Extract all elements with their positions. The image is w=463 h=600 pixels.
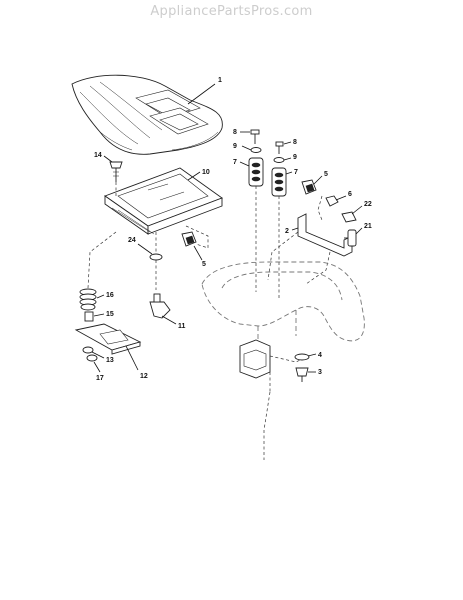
callout-14: 14 [94, 152, 102, 159]
leader-16 [96, 294, 105, 299]
callout-9b: 9 [293, 154, 297, 161]
washer-9-left[interactable] [250, 147, 262, 153]
knob-21[interactable] [344, 229, 357, 247]
clip-5-left[interactable] [181, 231, 197, 247]
callout-16: 16 [106, 292, 114, 299]
leader-22 [351, 205, 363, 215]
callout-8b: 8 [293, 139, 297, 146]
leader-4 [307, 353, 317, 357]
bolt-8-right[interactable] [275, 141, 284, 154]
bumper-7-right[interactable] [271, 167, 287, 197]
clip-5-right[interactable] [301, 179, 317, 195]
callout-10: 10 [202, 169, 210, 176]
callout-21: 21 [364, 223, 372, 230]
washer-9-right[interactable] [273, 157, 285, 163]
callout-2: 2 [285, 228, 289, 235]
callout-11: 11 [178, 323, 186, 330]
leader-2 [291, 227, 299, 231]
callout-1: 1 [218, 77, 222, 84]
seat-pan-part[interactable] [104, 167, 223, 235]
bolt-14[interactable] [109, 161, 123, 182]
callout-3: 3 [318, 369, 322, 376]
callout-7a: 7 [233, 159, 237, 166]
pivot-bracket[interactable] [239, 339, 271, 460]
nut-13[interactable] [82, 346, 94, 354]
callout-6: 6 [348, 191, 352, 198]
callout-17: 17 [96, 375, 104, 382]
callout-12: 12 [140, 373, 148, 380]
callout-5b: 5 [324, 171, 328, 178]
leader-17 [93, 361, 101, 373]
leader-14 [103, 155, 113, 163]
nut-22[interactable] [341, 211, 357, 223]
leader-15 [93, 313, 105, 317]
leader-1 [187, 83, 216, 105]
leader-9b [283, 157, 292, 161]
leader-9a [241, 145, 252, 151]
leader-8b [283, 141, 292, 145]
callout-13: 13 [106, 357, 114, 364]
callout-22: 22 [364, 201, 372, 208]
leader-7a [239, 161, 250, 167]
washer-17[interactable] [86, 354, 98, 362]
washer-4[interactable] [294, 353, 310, 361]
leader-21 [355, 227, 363, 235]
nut-6[interactable] [325, 195, 339, 207]
bracket-12[interactable] [74, 323, 142, 355]
spacer-15[interactable] [84, 311, 94, 322]
seat-part[interactable] [71, 74, 223, 155]
leader-13 [91, 351, 105, 359]
leader-7b [285, 171, 293, 175]
leader-5a [193, 245, 203, 261]
bolt-3[interactable] [295, 367, 309, 382]
callout-5a: 5 [202, 261, 206, 268]
callout-4: 4 [318, 352, 322, 359]
leader-10 [187, 171, 201, 181]
leader-5b [313, 175, 323, 185]
bumper-7-left[interactable] [248, 157, 264, 187]
leader-6 [335, 195, 347, 201]
bracket-2[interactable] [297, 213, 353, 257]
washer-24[interactable] [149, 253, 163, 261]
leader-12 [125, 345, 139, 371]
leader-11 [161, 315, 177, 325]
callout-7b: 7 [294, 169, 298, 176]
watermark: AppliancePartsPros.com [150, 4, 313, 19]
callout-15: 15 [106, 311, 114, 318]
callout-9a: 9 [233, 143, 237, 150]
bolt-8-left[interactable] [250, 129, 260, 144]
leader-24 [137, 243, 153, 255]
knob-11[interactable] [149, 293, 171, 319]
spring-16[interactable] [79, 288, 97, 311]
callout-8a: 8 [233, 129, 237, 136]
fender-outline [201, 261, 365, 344]
callout-24: 24 [128, 237, 136, 244]
